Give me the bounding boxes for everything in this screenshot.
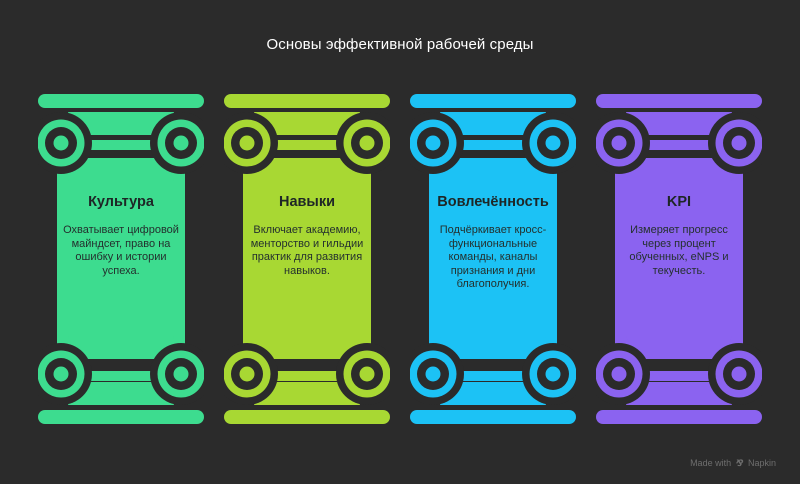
pillar-description: Включает академию, менторство и гильдии … (250, 224, 364, 277)
pillar-heading: KPI (666, 194, 692, 210)
napkin-logo-icon: ⅋ (735, 458, 744, 468)
brand-label: Napkin (747, 458, 776, 468)
pillar-culture: Культура Охватывает цифровой майндсет, п… (38, 90, 204, 430)
pillar-description: Подчёркивает кросс-функциональные команд… (439, 224, 547, 290)
pillar-skills: Навыки Включает академию, менторство и г… (224, 90, 390, 430)
pillar-heading: Культура (88, 194, 154, 210)
pillar-description: Измеряет прогресс через процент обученны… (629, 224, 729, 277)
pillar-heading: Вовлечённость (437, 194, 549, 210)
made-with-label: Made with (690, 458, 732, 468)
footer-credit: Made with ⅋ Napkin (690, 458, 776, 469)
pillar-heading: Навыки (278, 194, 335, 210)
diagram-title: Основы эффективной рабочей среды (266, 36, 534, 53)
pillar-description: Охватывает цифровой майндсет, право на о… (63, 224, 179, 277)
pillar-engagement: Вовлечённость Подчёркивает кросс-функцио… (410, 90, 576, 430)
pillar-kpi: KPI Измеряет прогресс через процент обуч… (596, 90, 762, 430)
